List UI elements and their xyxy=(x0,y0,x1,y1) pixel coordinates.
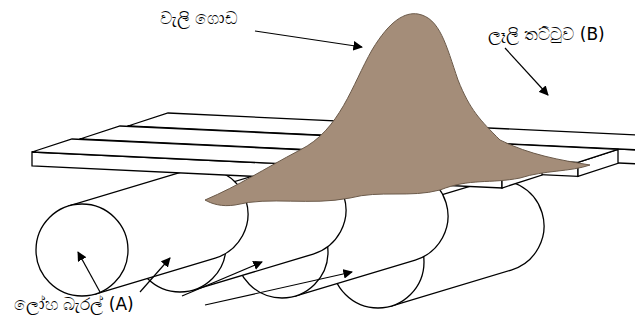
part-label: වැලි ගොඩ xyxy=(160,8,238,28)
part-label: ලෝහ බැරල් (A) xyxy=(14,294,134,314)
part-label: ලෑලි තට්ටුව (B) xyxy=(488,24,605,44)
barrel-end xyxy=(36,204,128,296)
leader-lines xyxy=(78,31,548,305)
